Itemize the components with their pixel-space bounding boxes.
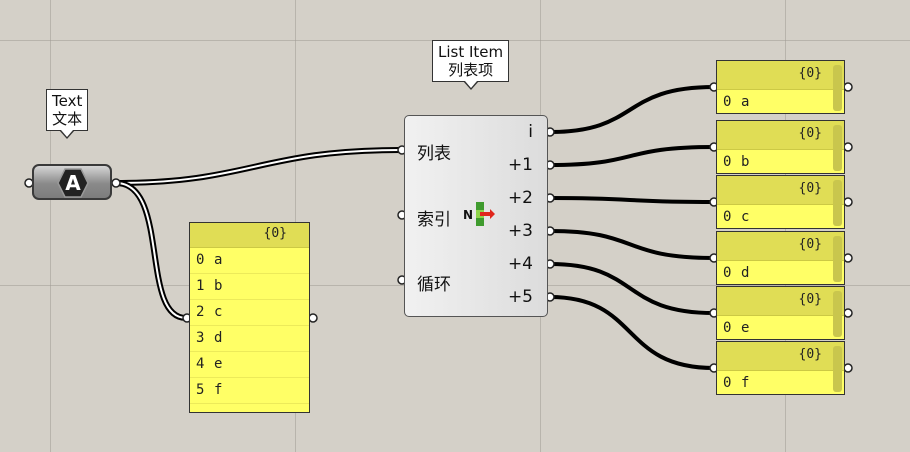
text-param-output-grip[interactable] xyxy=(111,178,121,188)
wire-out-3[interactable] xyxy=(549,229,715,260)
out-panel-output-grip-0[interactable] xyxy=(843,82,853,92)
panel-path-header: {0} xyxy=(190,223,309,248)
list-item-icon: N xyxy=(463,202,495,226)
wire-text-to-panel[interactable] xyxy=(115,180,187,321)
panel-scrollbar[interactable] xyxy=(833,291,842,337)
wire-out-2[interactable] xyxy=(549,196,715,204)
panel-path-header: {0} xyxy=(717,61,844,90)
panel-scrollbar[interactable] xyxy=(833,65,842,111)
panel-output-grip[interactable] xyxy=(308,313,318,323)
panel-path-header: {0} xyxy=(717,287,844,316)
wire-out-i[interactable] xyxy=(549,85,715,134)
panel-scrollbar[interactable] xyxy=(833,125,842,171)
tooltip-subtitle: 列表项 xyxy=(448,61,494,79)
output-label-plus4[interactable]: +4 xyxy=(507,254,533,274)
wire-out-5[interactable] xyxy=(549,295,715,370)
panel-path-header: {0} xyxy=(717,121,844,150)
panel-path-header: {0} xyxy=(717,176,844,205)
list-item-component[interactable]: 列表 索引 循环 i +1 +2 +3 +4 +5 N xyxy=(404,115,548,317)
output-label-plus5[interactable]: +5 xyxy=(507,287,533,307)
out-panel-output-grip-2[interactable] xyxy=(843,197,853,207)
input-label-list[interactable]: 列表 xyxy=(417,144,451,164)
out-panel-output-grip-5[interactable] xyxy=(843,363,853,373)
tooltip-title: List Item xyxy=(438,43,504,61)
list-item-tooltip: List Item 列表项 xyxy=(432,40,510,90)
out-panel-output-grip-1[interactable] xyxy=(843,142,853,152)
tooltip-subtitle: 文本 xyxy=(52,110,83,128)
out-panel-output-grip-4[interactable] xyxy=(843,308,853,318)
wire-text-to-list[interactable] xyxy=(115,147,401,186)
output-label-plus1[interactable]: +1 xyxy=(507,155,533,175)
index-badge: N xyxy=(463,208,473,222)
output-label-plus3[interactable]: +3 xyxy=(507,221,533,241)
out-panel-output-grip-3[interactable] xyxy=(843,253,853,263)
panel-path-header: {0} xyxy=(717,232,844,261)
input-label-index[interactable]: 索引 xyxy=(417,210,451,230)
svg-text:A: A xyxy=(65,171,81,195)
panel-scrollbar[interactable] xyxy=(833,236,842,282)
wire-out-4[interactable] xyxy=(549,262,715,315)
input-label-wrap[interactable]: 循环 xyxy=(417,275,451,295)
tooltip-title: Text xyxy=(52,92,83,110)
panel-scrollbar[interactable] xyxy=(833,346,842,392)
wire-out-1[interactable] xyxy=(549,145,715,167)
text-parameter-node[interactable]: A xyxy=(32,164,112,200)
panel-path-header: {0} xyxy=(717,342,844,371)
output-label-plus2[interactable]: +2 xyxy=(507,188,533,208)
text-param-tooltip: Text 文本 xyxy=(46,89,89,139)
text-a-hex-icon: A xyxy=(57,168,89,198)
panel-scrollbar[interactable] xyxy=(833,180,842,226)
output-label-i[interactable]: i xyxy=(528,122,533,142)
